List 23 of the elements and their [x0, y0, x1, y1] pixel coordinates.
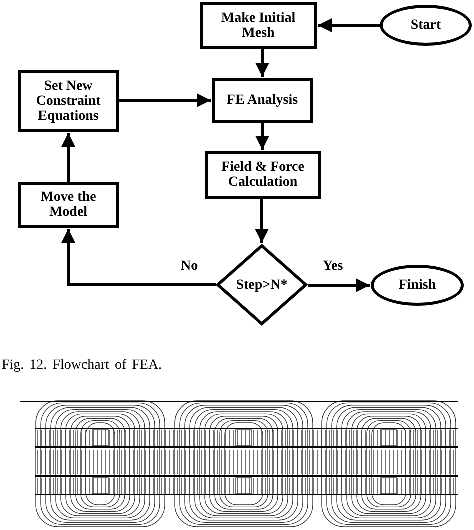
- arrow: [62, 133, 76, 182]
- arrow: [255, 199, 269, 243]
- node-text: Move the Model: [40, 190, 98, 220]
- node-text: FE Analysis: [226, 93, 298, 108]
- process-box: [18, 182, 119, 228]
- node-text: Finish: [398, 278, 436, 293]
- node-text: Step>N*: [236, 278, 288, 292]
- arrow: [62, 229, 216, 286]
- arrow: [308, 278, 370, 292]
- process-box: [18, 70, 119, 132]
- arrow: [119, 94, 211, 108]
- node-text: Set New Constraint Equations: [35, 78, 102, 124]
- node-text: Make Initial Mesh: [220, 10, 297, 40]
- decision-diamond: [216, 244, 308, 326]
- arrow: [256, 123, 270, 150]
- node-text: Start: [410, 18, 442, 33]
- process-box: [200, 2, 317, 49]
- process-box: [212, 78, 313, 123]
- arrow: [318, 18, 380, 32]
- process-box: [205, 151, 321, 199]
- node-text: Field & Force Calculation: [220, 160, 306, 190]
- arrow: [256, 49, 270, 77]
- figure-caption: Fig. 12. Flowchart of FEA.: [2, 358, 162, 374]
